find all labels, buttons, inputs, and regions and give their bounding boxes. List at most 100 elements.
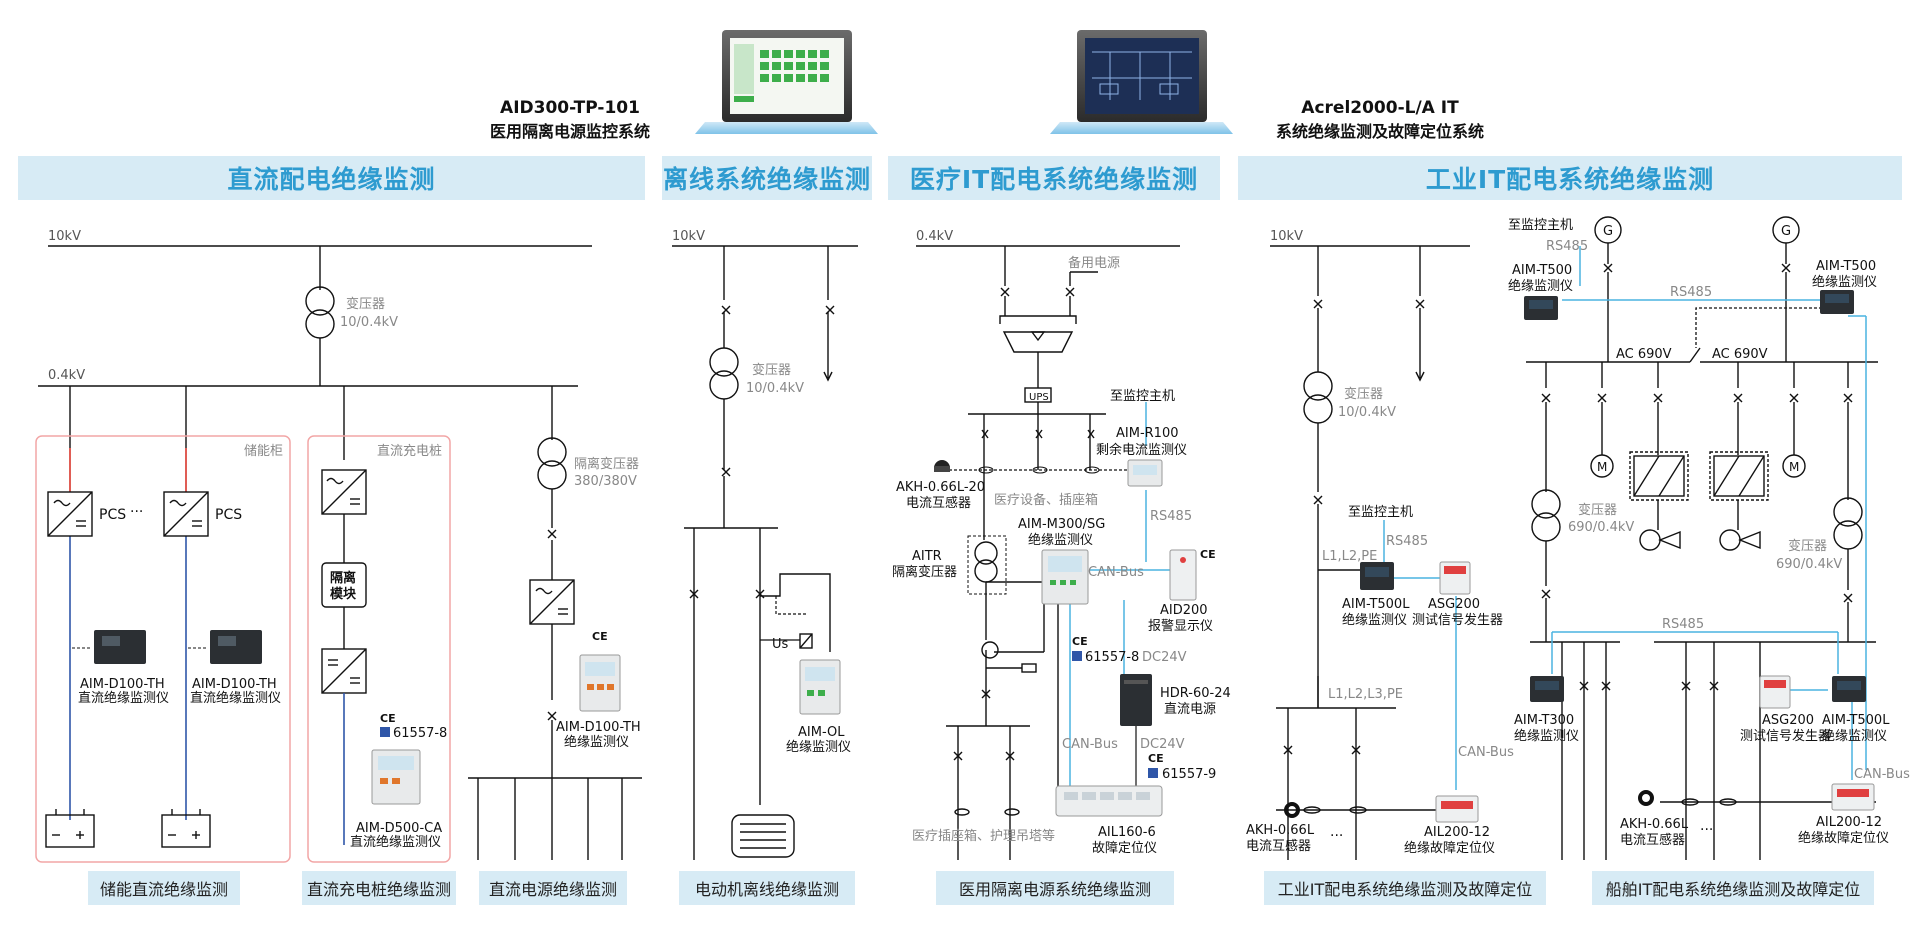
ship-canbus: CAN-Bus [1854, 767, 1910, 782]
isolation-module-line1: 隔离 [330, 570, 356, 586]
hdr-power-device [1120, 674, 1152, 726]
aim-m300-device [1041, 549, 1089, 605]
ship-ac-right: AC 690V [1712, 347, 1768, 362]
charger-pile-box [307, 435, 451, 863]
device-c-name: 直流绝缘监测仪 [350, 834, 441, 850]
ship-rs485-bottom: RS485 [1662, 617, 1704, 632]
device-b-model: AIM-D100-TH [192, 677, 277, 692]
section-offline-header: 离线系统绝缘监测 [662, 156, 872, 200]
std-m300: 61557-8 [1085, 650, 1139, 665]
medical-dc24v-2: DC24V [1140, 737, 1185, 752]
storage-cabinet-label: 储能柜 [244, 444, 283, 459]
iec-mark-d500 [380, 727, 390, 737]
iso-transformer-label: 隔离变压器 [574, 456, 639, 472]
storage-cabinet-box [35, 435, 291, 863]
aitr-name: 隔离变压器 [892, 564, 957, 580]
ail200-industrial-model: AIL200-12 [1424, 825, 1490, 840]
iec-mark-ail160 [1148, 768, 1158, 778]
monitor-right-model: Acrel2000-L/A IT [1301, 98, 1459, 118]
aim-r100-device [1127, 459, 1163, 487]
medical-equipment: 医疗设备、插座箱 [994, 492, 1098, 508]
asg200-ship-model: ASG200 [1762, 713, 1814, 728]
t300-model: AIM-T300 [1514, 713, 1574, 728]
caption-charger-text: 直流充电桩绝缘监测 [306, 880, 451, 899]
t300-name: 绝缘监测仪 [1514, 728, 1579, 744]
industrial-to-host: 至监控主机 [1348, 505, 1413, 520]
dc-hv-label: 10kV [48, 229, 81, 244]
asg200-industrial-name: 测试信号发生器 [1412, 612, 1503, 628]
medical-to-host: 至监控主机 [1110, 389, 1175, 404]
akh-ship-sensor [1638, 790, 1654, 806]
akh020-name: 电流互感器 [906, 495, 971, 511]
isolation-module-line2: 模块 [330, 586, 357, 602]
offline-voltage: 10kV [672, 229, 705, 244]
ship-ratio-right: 690/0.4kV [1776, 557, 1842, 572]
caption-motor: 电动机离线绝缘监测 [679, 871, 855, 905]
device-a-model: AIM-D100-TH [80, 677, 165, 692]
device-c-model: AIM-D500-CA [356, 821, 442, 836]
t500-right-model: AIM-T500 [1816, 259, 1876, 274]
industrial-canbus: CAN-Bus [1458, 745, 1514, 760]
caption-industrial: 工业IT配电系统绝缘监测及故障定位 [1264, 871, 1546, 905]
caption-ship: 船舶IT配电系统绝缘监测及故障定位 [1592, 871, 1874, 905]
ail200-ship-model: AIL200-12 [1816, 815, 1882, 830]
ship-rs485-top: RS485 [1546, 239, 1588, 254]
monitor-right-label: Acrel2000-L/A IT 系统绝缘监测及故障定位系统 [1250, 98, 1510, 142]
section-medical-title: 医疗IT配电系统绝缘监测 [909, 165, 1199, 194]
ail160-model: AIL160-6 [1098, 825, 1156, 840]
device-a-name: 直流绝缘监测仪 [78, 690, 169, 706]
r100-name: 剩余电流监测仪 [1096, 442, 1187, 458]
device-d-name: 绝缘监测仪 [564, 734, 629, 750]
caption-medical: 医用隔离电源系统绝缘监测 [936, 871, 1174, 905]
akh-industrial-name: 电流互感器 [1246, 838, 1311, 854]
battery-a-icon [45, 809, 95, 848]
ail200-industrial-device [1435, 795, 1479, 823]
offline-ratio: 10/0.4kV [746, 381, 804, 396]
ship-rs485-mid: RS485 [1670, 285, 1712, 300]
hdr-name: 直流电源 [1164, 702, 1216, 717]
m300-name: 绝缘监测仪 [1028, 532, 1093, 548]
monitor-left-label: AID300-TP-101 医用隔离电源监控系统 [460, 98, 680, 142]
akh-ship-model: AKH-0.66L [1620, 817, 1689, 832]
offline-transformer: 变压器 [752, 362, 791, 378]
aid200-name: 报警显示仪 [1148, 618, 1213, 634]
ship-g-left: G [1603, 224, 1613, 239]
medical-canbus-1: CAN-Bus [1088, 565, 1144, 580]
aim-t500l-industrial-device [1360, 562, 1394, 590]
akh-industrial-model: AKH-0.66L [1246, 823, 1315, 838]
aim-t500-right-device [1820, 290, 1854, 314]
ail200-ship-device [1831, 783, 1875, 811]
section-dc-header: 直流配电绝缘监测 [18, 156, 645, 200]
iec-mark-m300 [1072, 651, 1082, 661]
aim-d100-device-b [188, 630, 262, 664]
pcs-b-converter [163, 491, 209, 537]
akh020-model: AKH-0.66L-20 [896, 480, 985, 495]
akh-industrial-sensor [1284, 802, 1300, 818]
caption-dc-power-text: 直流电源绝缘监测 [488, 880, 617, 899]
section-dc-title: 直流配电绝缘监测 [227, 165, 436, 194]
medical-voltage: 0.4kV [916, 229, 953, 244]
device-b-name: 直流绝缘监测仪 [190, 690, 281, 706]
aitr-model: AITR [912, 549, 942, 564]
t500-left-model: AIM-T500 [1512, 263, 1572, 278]
t500l-industrial-name: 绝缘监测仪 [1342, 612, 1407, 628]
t500-left-name: 绝缘监测仪 [1508, 278, 1573, 294]
caption-ship-text: 船舶IT配电系统绝缘监测及故障定位 [1605, 880, 1861, 899]
aim-ol-device [799, 659, 841, 715]
section-offline-title: 离线系统绝缘监测 [662, 165, 871, 194]
asg200-ship-name: 测试信号发生器 [1740, 728, 1831, 744]
ail200-industrial-name: 绝缘故障定位仪 [1404, 840, 1495, 856]
ship-transformer-left: 变压器 [1578, 502, 1617, 518]
pcs-ellipsis: ··· [130, 504, 143, 520]
battery-b-icon [161, 809, 211, 848]
hdr-model: HDR-60-24 [1160, 686, 1231, 701]
caption-storage-text: 储能直流绝缘监测 [99, 880, 228, 899]
ups-label: UPS [1029, 392, 1049, 403]
aim-t500l-ship-device [1832, 676, 1866, 702]
asg200-industrial-device [1439, 561, 1471, 595]
ce-mark-aid200: CE [1200, 548, 1216, 561]
aim-d100-device-d [579, 654, 621, 712]
t500l-ship-model: AIM-T500L [1822, 713, 1890, 728]
industrial-transformer: 变压器 [1344, 386, 1383, 402]
dc-transformer-label: 变压器 [346, 296, 385, 312]
